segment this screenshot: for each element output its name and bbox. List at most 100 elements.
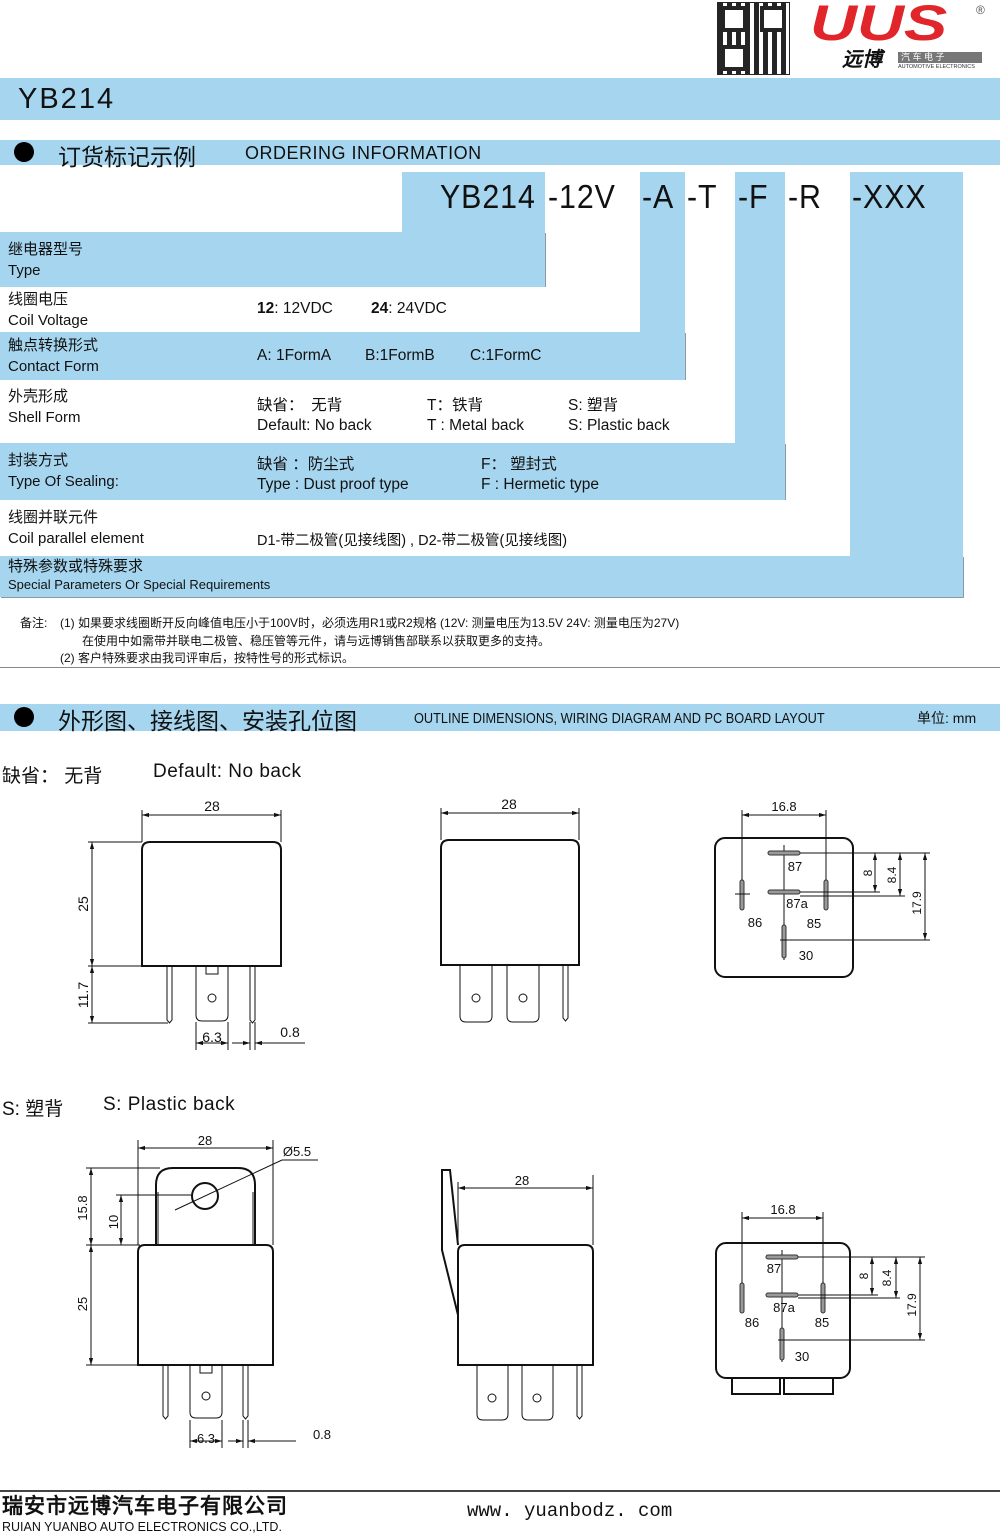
unit-label: 单位: mm [917,710,977,726]
dim-8-4: 8.4 [885,866,899,883]
code-shell: -T [687,178,718,215]
pin-layout-plastic: 16.8 8 8.4 17.9 87 87a 86 85 30 [715,1202,925,1395]
dim-tab-width: 6.3 [202,1029,222,1045]
row-coil-voltage [0,287,640,332]
outline-title-en: OUTLINE DIMENSIONS, WIRING DIAGRAM AND P… [414,710,825,727]
footer-divider [0,1490,1000,1492]
contact-form-c: C:1FormC [470,347,542,364]
title-bar: YB214 [0,78,1000,120]
brand-logo: UUS ® 远博 汽 车 电 子 AUTOMOTIVE ELECTRONICS [810,0,995,74]
note-line-1: (1) 如果要求线圈断开反向峰值电压小于100V时，必须选用R1或R2规格 (1… [60,616,680,630]
dim-tab-width: 6.3 [197,1431,215,1446]
outline-title-cn: 外形图、接线图、安装孔位图 [58,708,357,734]
row-special [0,556,963,597]
company-name-en: RUIAN YUANBO AUTO ELECTRONICS CO.,LTD. [2,1520,282,1534]
qr-code [717,2,790,75]
dim-pin-width: 0.8 [280,1024,300,1040]
dim-width: 28 [501,796,517,812]
contact-form-b: B:1FormB [365,347,435,364]
dim-hole-diameter: Ø5.5 [283,1144,311,1159]
note-line-3: (2) 客户特殊要求由我司评审后，按特性号的形式标识。 [60,651,355,665]
ordering-title-en: ORDERING INFORMATION [245,143,482,163]
pin-87-label: 87 [788,859,802,874]
contact-form-a: A: 1FormA [257,347,332,364]
code-column-special [850,172,963,597]
pin-87a-label: 87a [786,896,808,911]
dim-8: 8 [861,869,875,876]
dim-height: 25 [75,896,91,912]
pin-30-label: 30 [799,948,813,963]
code-voltage: -12V [548,178,616,215]
dim-8: 8 [857,1272,871,1279]
pin-30-label: 30 [795,1349,809,1364]
dim-8-4: 8.4 [880,1269,894,1286]
coil-voltage-12: 12: 12VDC [257,300,333,317]
pin-87a-label: 87a [773,1300,795,1315]
plastic-variant-cn: S: 塑背 [2,1099,64,1120]
website-link[interactable]: www. yuanbodz. com [467,1500,673,1522]
pin-87-label: 87 [767,1261,781,1276]
dim-width: 28 [204,798,220,814]
brand-sub-cn: 汽 车 电 子 [898,52,982,63]
pin-86-label: 86 [748,915,762,930]
coil-voltage-24: 24: 24VDC [371,300,447,317]
brand-sub-en: AUTOMOTIVE ELECTRONICS [898,64,975,70]
row-contact-form [0,332,685,380]
coil-parallel-options: D1-带二极管(见接线图) , D2-带二极管(见接线图) [257,533,568,549]
dim-width: 28 [515,1173,529,1188]
plastic-variant-en: S: Plastic back [103,1094,236,1115]
dim-pitch: 16.8 [770,1202,795,1217]
side-view-default: 28 [440,796,580,1023]
pin-layout-default: 16.8 8 8.4 17.9 87 87a 86 85 30 [714,799,930,978]
pin-86-label: 86 [745,1315,759,1330]
bullet-icon [14,142,34,162]
dim-width: 28 [198,1133,212,1148]
dim-pin-length: 11.7 [75,982,91,1008]
brand-name: UUS [810,0,948,51]
code-special: -XXX [852,178,927,215]
code-contact: -A [642,178,675,215]
row-sealing [0,443,785,500]
default-variant-cn: 缺省： 无背 [2,766,103,787]
bullet-icon [14,707,34,727]
brand-cn: 远博 [842,49,882,71]
row-coil-parallel [0,500,850,556]
row-shell-form [0,380,735,443]
front-view-plastic: 28 Ø5.5 15.8 10 25 6.3 0.8 [75,1133,331,1448]
note-line-2: 在使用中如需带并联电二极管、稳压管等元件，请与远博销售部联系以获取更多的支持。 [82,634,551,648]
dim-height: 25 [75,1297,90,1311]
dim-pin-width: 0.8 [313,1427,331,1442]
default-variant-en: Default: No back [153,761,302,782]
page-title: YB214 [18,83,116,115]
pin-85-label: 85 [815,1315,829,1330]
ordering-section-bar: 订货标记示例 ORDERING INFORMATION [0,140,1000,170]
divider [0,667,1000,668]
dim-17-9: 17.9 [910,891,924,915]
dim-hole-height: 10 [106,1215,121,1229]
company-name-cn: 瑞安市远博汽车电子有限公司 [2,1495,288,1518]
outline-section-bar: 外形图、接线图、安装孔位图 OUTLINE DIMENSIONS, WIRING… [0,704,1000,734]
code-sealing: -F [738,178,769,215]
side-view-plastic: 28 [441,1169,594,1421]
registered-mark: ® [976,3,985,17]
ordering-title-cn: 订货标记示例 [58,144,196,170]
row-type [0,232,545,287]
dim-pitch: 16.8 [771,799,796,814]
notes-label: 备注: [20,616,48,630]
code-parallel: -R [788,178,822,215]
dim-17-9: 17.9 [905,1293,919,1317]
front-view-default: 28 25 11.7 6.3 0.8 [75,798,305,1050]
